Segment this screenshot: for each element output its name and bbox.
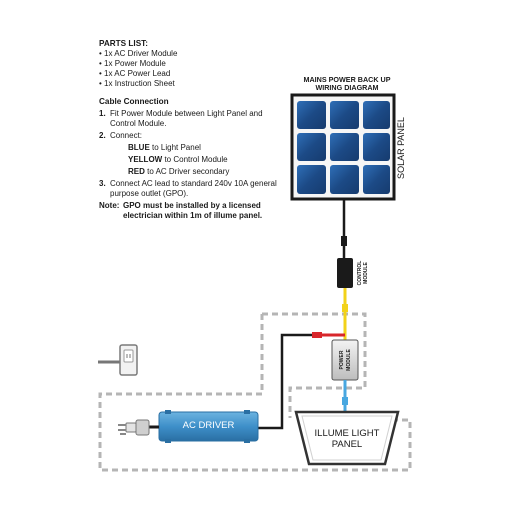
red-connection: RED to AC Driver secondary xyxy=(128,167,229,177)
parts-list-item: • 1x AC Driver Module xyxy=(99,49,178,58)
light-label-line-2: PANEL xyxy=(331,439,363,450)
parts-list-item: • 1x Power Module xyxy=(99,59,166,68)
wall-outlet xyxy=(98,344,138,376)
yellow-wire xyxy=(342,288,348,340)
parts-list-item: • 1x AC Power Lead xyxy=(99,69,171,78)
parts-list-heading: PARTS LIST: xyxy=(99,39,148,48)
ac-driver-label: AC DRIVER xyxy=(182,420,235,431)
blue-wire xyxy=(342,380,348,412)
diagram-title-line-2: WIRING DIAGRAM xyxy=(315,83,379,92)
step-number: 2. xyxy=(99,131,106,140)
step-2-text: Connect: xyxy=(110,131,143,140)
control-label-line-2: MODULE xyxy=(363,262,369,284)
yellow-rest: to Control Module xyxy=(162,155,228,164)
blue-word: BLUE xyxy=(128,143,150,152)
blue-connection: BLUE to Light Panel xyxy=(128,143,201,153)
control-module-label-2: MODULE xyxy=(363,262,369,284)
red-word: RED xyxy=(128,167,145,176)
light-label-line-1: ILLUME LIGHT xyxy=(314,428,380,439)
ac-power-lead xyxy=(118,419,159,436)
solar-panel xyxy=(290,93,396,201)
power-module-label-2: MODULE xyxy=(346,349,352,371)
yellow-connection: YELLOW to Control Module xyxy=(128,155,228,165)
control-module xyxy=(337,258,353,288)
power-module-label-1: POWER xyxy=(339,350,345,369)
cable-connection-heading: Cable Connection xyxy=(99,97,169,106)
red-wire xyxy=(258,332,345,430)
red-rest: to AC Driver secondary xyxy=(144,167,230,176)
dashed-enclosure xyxy=(98,312,412,472)
blue-rest: to Light Panel xyxy=(149,143,201,152)
solar-cable xyxy=(341,199,347,258)
diagram-title: MAINS POWER BACK UP WIRING DIAGRAM xyxy=(282,76,412,92)
solar-panel-label: SOLAR PANEL xyxy=(396,117,406,179)
power-module xyxy=(331,339,359,381)
yellow-word: YELLOW xyxy=(128,155,163,164)
control-label-line-1: CONTROL xyxy=(357,261,363,286)
step-number: 1. xyxy=(99,109,106,118)
note-label: Note: xyxy=(99,201,120,210)
parts-list-item: • 1x Instruction Sheet xyxy=(99,79,175,88)
note-text: GPO must be installed by a licensed elec… xyxy=(123,201,263,220)
step-number: 3. xyxy=(99,179,106,188)
control-module-label: CONTROL xyxy=(357,261,363,286)
diagram-title-line-1: MAINS POWER BACK UP xyxy=(303,75,391,84)
light-panel-label: ILLUME LIGHT PANEL xyxy=(296,428,398,450)
illume-light-panel xyxy=(294,410,400,466)
step-3-text: Connect AC lead to standard 240v 10A gen… xyxy=(110,179,277,198)
step-1-text: Fit Power Module between Light Panel and… xyxy=(110,109,263,128)
